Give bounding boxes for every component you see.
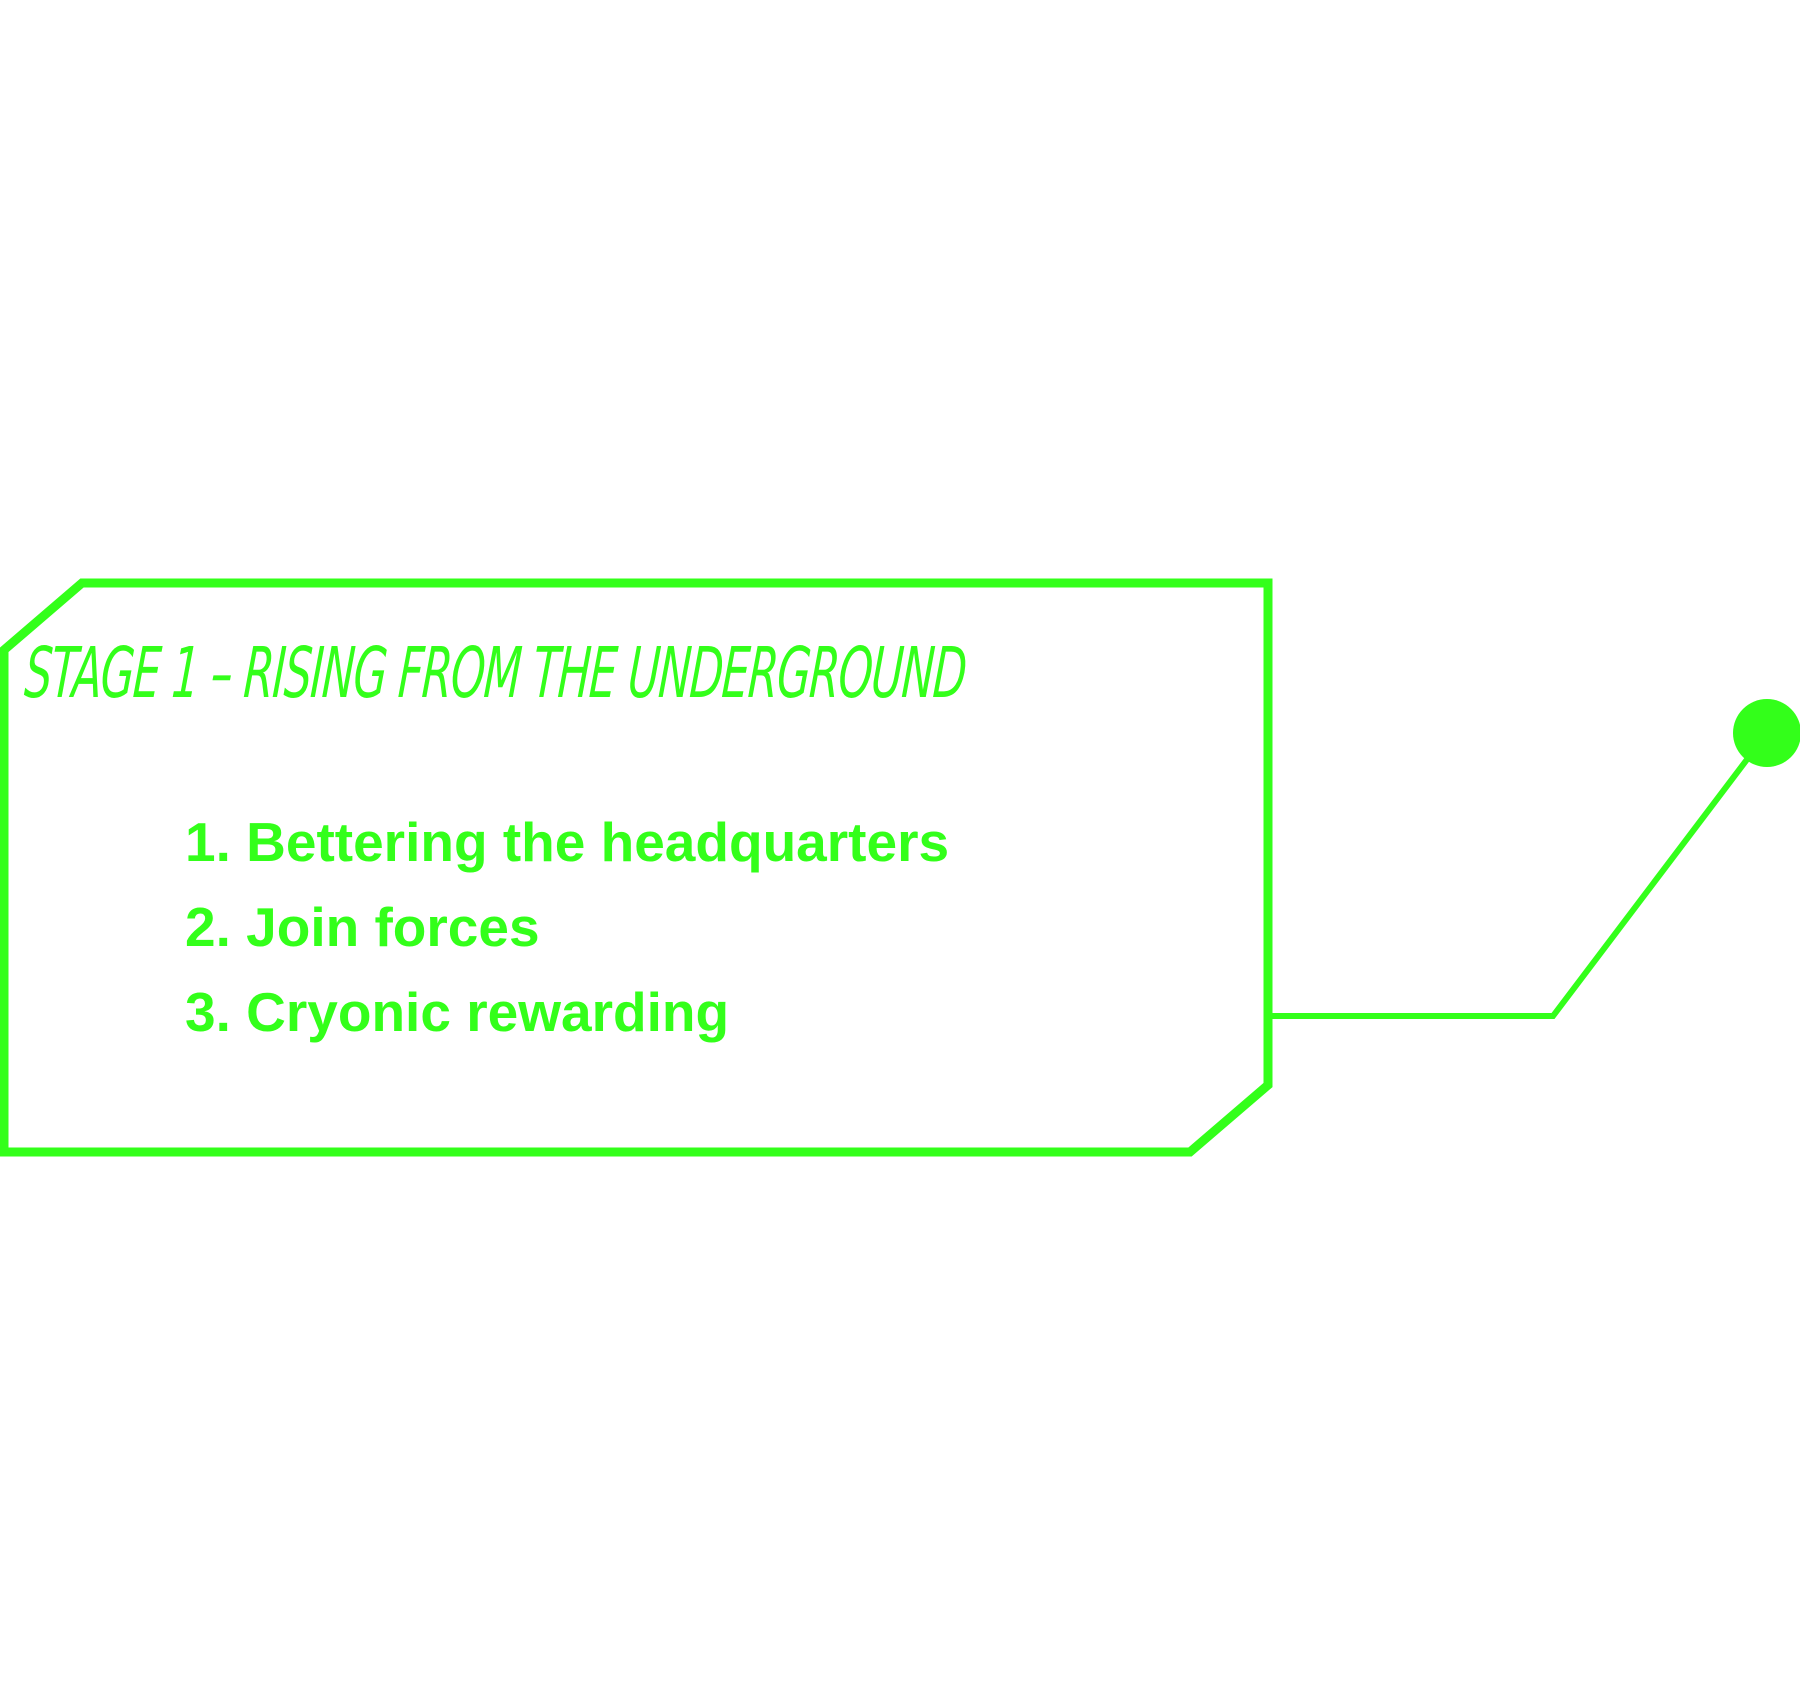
stage-box-outline: [0, 578, 1273, 1157]
list-item: 1. Bettering the headquarters: [185, 811, 950, 873]
stage-title: STAGE 1 – RISING FROM THE UNDERGROUND: [22, 632, 969, 714]
stage-items-list: 1. Bettering the headquarters 2. Join fo…: [185, 800, 949, 1055]
list-item: 2. Join forces: [185, 896, 540, 958]
connector-line: [1268, 731, 1770, 1019]
list-item: 3. Cryonic rewarding: [185, 981, 730, 1043]
connector-endpoint-dot: [1733, 699, 1800, 767]
